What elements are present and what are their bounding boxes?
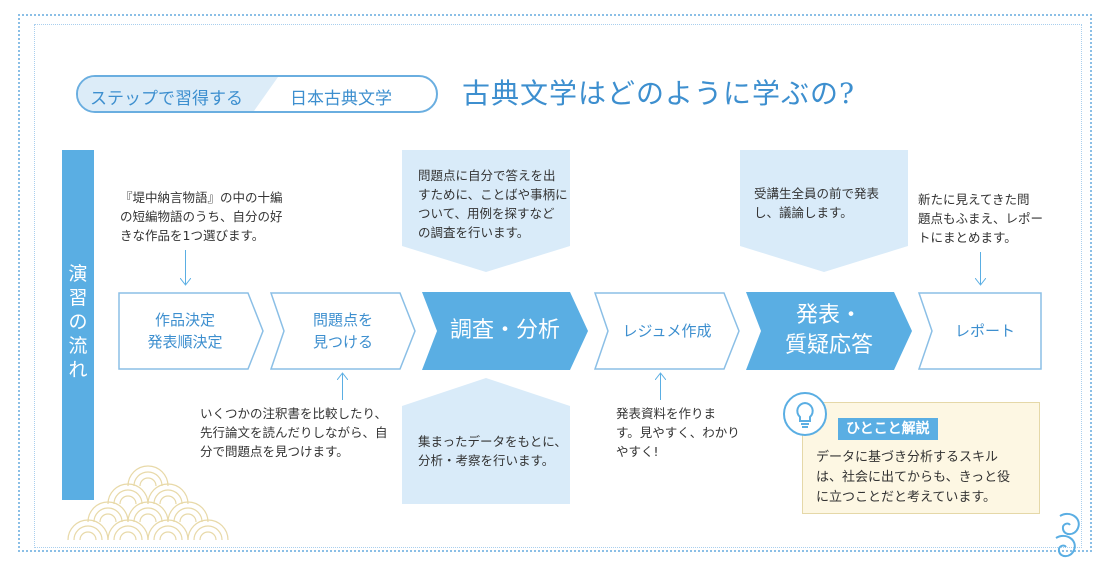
- arrow-to-step6: [980, 252, 981, 284]
- arrow-from-step2-head: [337, 372, 348, 380]
- inner-frame: [34, 24, 1082, 548]
- step-learning-label: ステップで習得する: [90, 89, 243, 109]
- subject-label: 日本古典文学: [290, 89, 392, 109]
- step-resume-label: レジュメ作成: [622, 322, 712, 340]
- lightbulb-icon: [783, 392, 827, 436]
- step-work-selection-label: 作品決定 発表順決定: [147, 311, 223, 351]
- tip-badge: ひとこと解説: [838, 418, 938, 440]
- note-step4: 発表資料を作りま す。見やすく、わかり やすく!: [616, 406, 740, 459]
- step-find-issues-label: 問題点を 見つける: [312, 311, 373, 351]
- step-report-label: レポート: [954, 322, 1015, 340]
- tip-text: データに基づき分析するスキル は、社会に出てからも、きっと役 に立つことだと考え…: [816, 450, 1011, 505]
- header-pill: ステップで習得する 日本古典文学: [76, 75, 438, 113]
- flow-side-bar: 演 習 の 流 れ: [62, 150, 94, 500]
- arrow-to-step1: [185, 250, 186, 284]
- arrow-to-step1-head: [180, 278, 191, 286]
- flow-side-label: 演 習 の 流 れ: [68, 263, 88, 381]
- note-step5: 受講生全員の前で発表 し、議論します。: [754, 186, 880, 220]
- bubble-step5-top: [740, 150, 908, 272]
- arrow-to-step6-head: [975, 278, 986, 286]
- outer-frame: [18, 14, 1092, 552]
- note-step3-bottom: 集まったデータをもとに、 分析・考察を行います。: [418, 434, 567, 468]
- step-presentation-label: 発表・ 質疑応答: [784, 303, 873, 358]
- step-work-selection: 作品決定 発表順決定: [118, 292, 264, 370]
- bubble-step3-top: [402, 150, 570, 272]
- page-title: 古典文学はどのように学ぶの?: [462, 77, 856, 110]
- step-presentation: 発表・ 質疑応答: [746, 292, 912, 370]
- step-report: レポート: [918, 292, 1042, 370]
- step-research-analysis: 調査・分析: [422, 292, 588, 370]
- wave-pattern-decoration: [67, 465, 229, 540]
- step-resume: レジュメ作成: [594, 292, 740, 370]
- step-research-analysis-label: 調査・分析: [449, 318, 560, 343]
- note-step6: 新たに見えてきた問 題点もふまえ、レポー トにまとめます。: [918, 192, 1044, 245]
- arrow-from-step4-head: [655, 372, 666, 380]
- swirl-decoration-icon: [1055, 512, 1080, 558]
- arrow-from-step2: [342, 374, 343, 400]
- step-find-issues: 問題点を 見つける: [270, 292, 416, 370]
- note-step2: いくつかの注釈書を比較したり、 先行論文を読んだりしながら、自 分で問題点を見つ…: [200, 406, 388, 459]
- bubble-step3-bottom: [402, 378, 570, 504]
- note-step1: 『堤中納言物語』の中の十編 の短編物語のうち、自分の好 きな作品を1つ選びます。: [120, 190, 283, 243]
- note-step3-top: 問題点に自分で答えを出 すために、ことばや事柄に ついて、用例を探すなど の調査…: [418, 168, 568, 240]
- header-pill-left: [78, 77, 278, 111]
- arrow-from-step4: [660, 374, 661, 400]
